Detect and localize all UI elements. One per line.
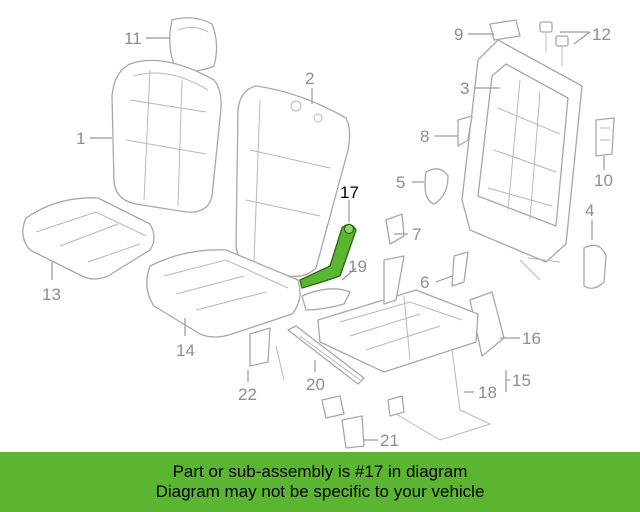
part-20-track	[287, 325, 365, 385]
part-18-cable	[387, 349, 492, 441]
callout-13: 13	[42, 285, 61, 304]
parts-diagram: 11 1 2 13 14 17 19 9 12 3 8 10 5 4 7 6 1…	[22, 17, 615, 450]
callout-18: 18	[478, 383, 497, 402]
part-19-cover	[301, 288, 351, 311]
leader-lines	[51, 31, 605, 441]
callout-17: 17	[340, 183, 359, 202]
part-6-support	[451, 251, 469, 287]
part-2-seatback-pad	[235, 85, 351, 277]
part-3-seatback-frame	[461, 39, 583, 281]
callout-numbers: 11 1 2 13 14 17 19 9 12 3 8 10 5 4 7 6 1…	[42, 25, 613, 450]
callout-12: 12	[592, 25, 611, 44]
part-7-bracket	[385, 213, 405, 245]
callout-10: 10	[594, 171, 613, 190]
callout-16: 16	[522, 329, 541, 348]
callout-8: 8	[420, 127, 429, 146]
callout-11: 11	[124, 29, 142, 48]
part-12-headrest-guides	[539, 21, 569, 66]
callout-15: 15	[512, 371, 531, 390]
callout-4: 4	[585, 201, 594, 220]
callout-19: 19	[348, 257, 367, 276]
part-1-seatback-cover	[111, 59, 222, 213]
part-8-bracket	[457, 115, 473, 147]
banner-line-2: Diagram may not be specific to your vehi…	[155, 482, 485, 501]
callout-6: 6	[420, 273, 429, 292]
part-17-link-highlighted	[299, 223, 357, 289]
callout-21: 21	[380, 431, 399, 450]
part-14-cushion-pad	[146, 249, 301, 338]
callout-22: 22	[238, 385, 257, 404]
callout-5: 5	[396, 173, 405, 192]
callout-1: 1	[76, 129, 85, 148]
callout-9: 9	[454, 25, 463, 44]
info-banner: Part or sub-assembly is #17 in diagram D…	[0, 452, 640, 512]
part-21-latch	[321, 395, 365, 449]
part-9-clip	[489, 19, 521, 41]
part-4-side-cover	[583, 244, 607, 289]
banner-line-1: Part or sub-assembly is #17 in diagram	[172, 462, 468, 481]
cushion-frame	[317, 255, 479, 373]
callout-7: 7	[412, 225, 421, 244]
callout-14: 14	[176, 341, 195, 360]
callout-3: 3	[460, 79, 469, 98]
part-22-cover	[249, 327, 285, 381]
part-5-pivot-cover	[424, 168, 449, 205]
part-11-headrest	[169, 17, 218, 72]
part-13-cushion-cover	[22, 197, 155, 280]
callout-2: 2	[305, 69, 314, 88]
callout-20: 20	[306, 375, 325, 394]
part-10-latch	[595, 117, 615, 157]
